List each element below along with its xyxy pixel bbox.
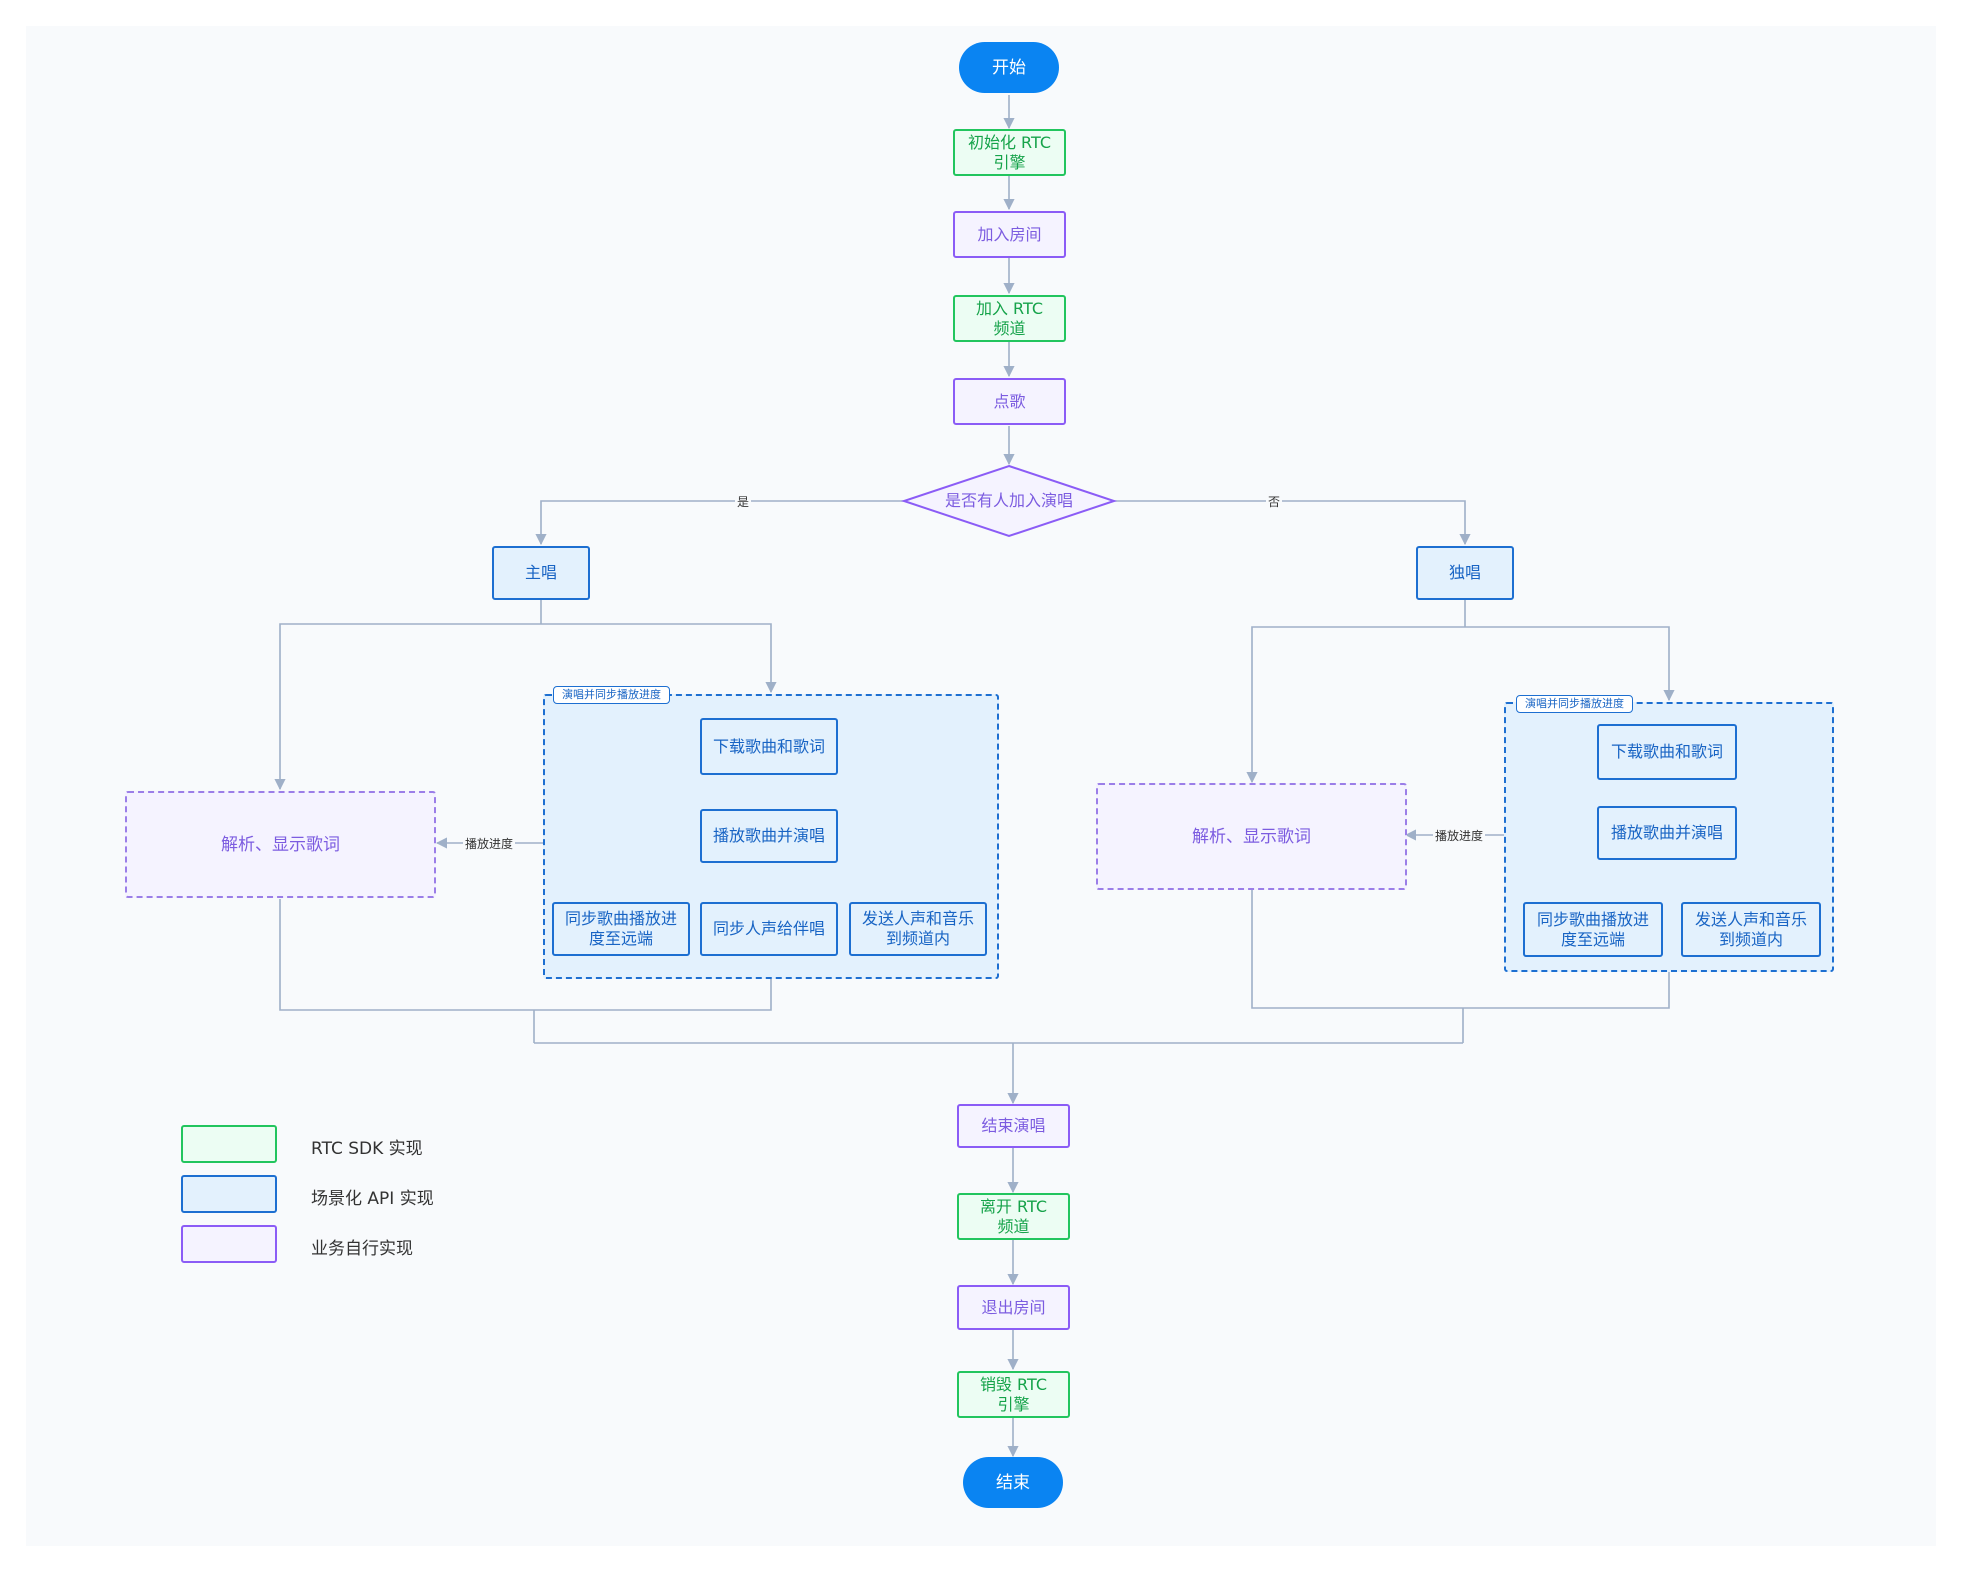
join-rtc-channel-node: 加入 RTC 频道	[953, 295, 1066, 342]
left-play-node: 播放歌曲并演唱	[700, 809, 838, 863]
right-lyrics-node: 解析、显示歌词	[1096, 783, 1407, 890]
decision-diamond	[900, 464, 1118, 538]
left-group-title: 演唱并同步播放进度	[553, 686, 670, 704]
edge-right-merge	[1251, 889, 1670, 1009]
destroy-rtc-engine-node: 销毁 RTC 引擎	[957, 1371, 1070, 1418]
edge-lead-to-group	[541, 623, 777, 694]
legend-label-rtc-sdk: RTC SDK 实现	[311, 1139, 423, 1159]
leave-rtc-channel-node: 离开 RTC 频道	[957, 1193, 1070, 1240]
lead-singer-node: 主唱	[492, 546, 590, 600]
left-lyrics-node: 解析、显示歌词	[125, 791, 436, 898]
solo-node: 独唱	[1416, 546, 1514, 600]
start-node: 开始	[959, 42, 1059, 93]
left-send-audio-node: 发送人声和音乐 到频道内	[849, 902, 987, 956]
legend-label-scene-api: 场景化 API 实现	[311, 1189, 434, 1209]
decision-label: 是否有人加入演唱	[944, 491, 1073, 510]
left-sync-progress-node: 同步歌曲播放进 度至远端	[552, 902, 690, 956]
legend-swatch-scene-api	[181, 1175, 277, 1213]
edge-solo-to-group	[1465, 626, 1675, 702]
edge-label-yes: 是	[735, 493, 752, 510]
right-sync-progress-node: 同步歌曲播放进 度至远端	[1523, 902, 1663, 957]
edge-solo-to-lyrics	[1246, 626, 1465, 784]
join-room-node: 加入房间	[953, 211, 1066, 258]
edge-left-merge	[279, 899, 772, 1011]
order-song-node: 点歌	[953, 378, 1066, 425]
left-sync-voice-node: 同步人声给伴唱	[700, 902, 838, 956]
edge-decision-no	[1114, 500, 1471, 546]
end-singing-node: 结束演唱	[957, 1104, 1070, 1148]
right-group-title: 演唱并同步播放进度	[1516, 695, 1633, 713]
left-progress-label: 播放进度	[463, 835, 516, 852]
legend-swatch-business	[181, 1225, 277, 1263]
right-download-node: 下载歌曲和歌词	[1597, 724, 1737, 780]
exit-room-node: 退出房间	[957, 1285, 1070, 1330]
edge-label-no: 否	[1266, 493, 1283, 510]
init-rtc-engine-node: 初始化 RTC 引擎	[953, 129, 1066, 176]
legend-swatch-rtc-sdk	[181, 1125, 277, 1163]
left-download-node: 下载歌曲和歌词	[700, 718, 838, 775]
right-play-node: 播放歌曲并演唱	[1597, 806, 1737, 860]
end-node: 结束	[963, 1457, 1063, 1508]
edge-lead-to-lyrics	[274, 623, 541, 791]
right-progress-label: 播放进度	[1433, 827, 1486, 844]
legend-label-business: 业务自行实现	[311, 1239, 413, 1259]
edge-decision-yes	[535, 500, 904, 546]
right-send-audio-node: 发送人声和音乐 到频道内	[1681, 902, 1821, 957]
